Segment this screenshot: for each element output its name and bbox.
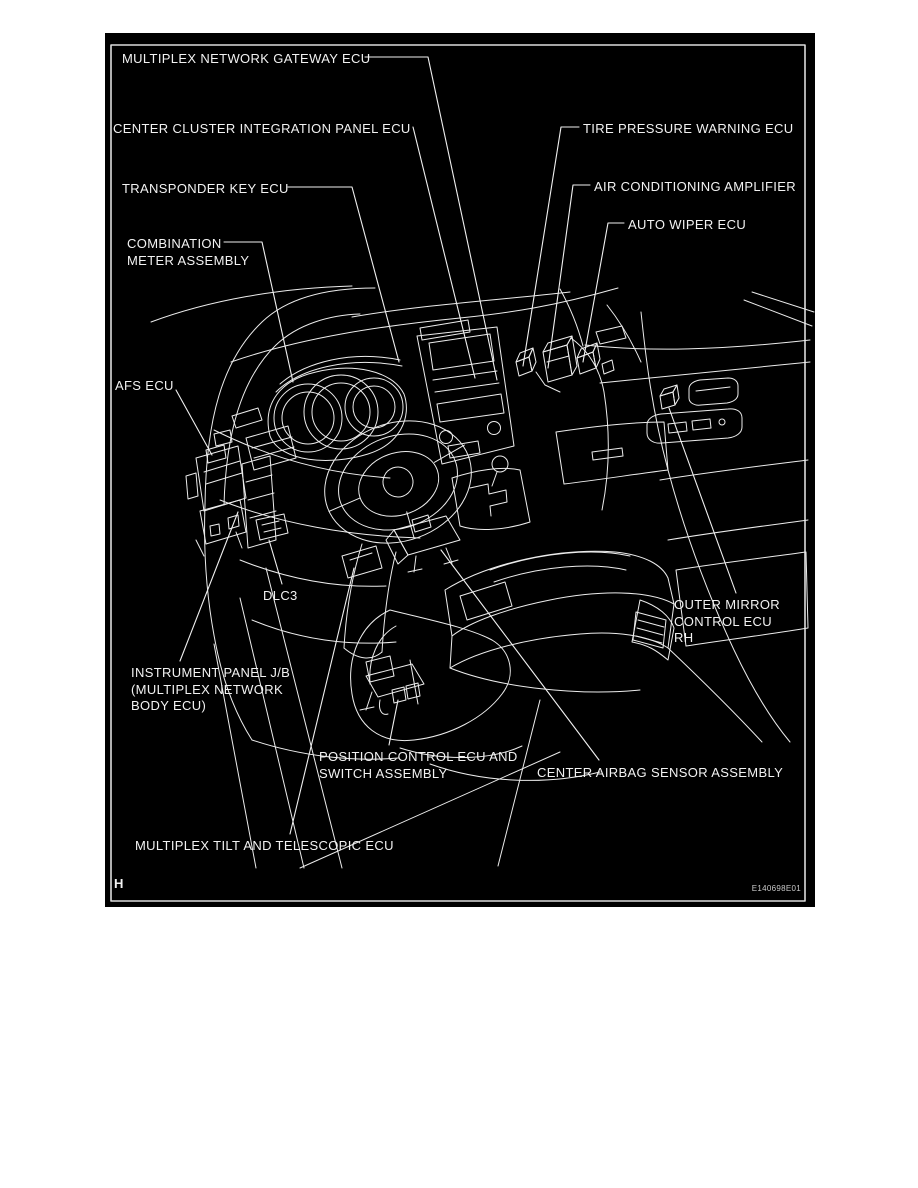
leader-dlc3 [268,539,283,585]
leader-multiplex-tilt-and-telescopic-ecu [289,567,355,835]
leader-position-control-ecu [388,699,399,746]
afs-ecu-unit [185,429,247,557]
label-air-conditioning-amplifier: AIR CONDITIONING AMPLIFIER [594,179,796,194]
floor-lines [213,567,763,869]
leader-center-airbag-sensor-assembly [440,549,600,761]
leader-transponder-key-ecu [287,186,400,363]
label-dlc3: DLC3 [263,588,298,603]
shift-lever-panel [451,455,531,530]
dashboard-outline [204,287,627,760]
leader-auto-wiper-ecu [582,222,625,363]
leader-lines [175,56,737,835]
dlc3-connector [255,513,289,541]
instrument-cluster [267,355,407,461]
leader-afs-ecu [175,389,213,456]
label-multiplex-tilt-and-telescopic-ecu: MULTIPLEX TILT AND TELESCOPIC ECU [135,838,394,853]
figure-code: E140698E01 [751,884,801,893]
tilt-telescopic-ecu-unit [341,545,383,579]
leader-tire-pressure-warning-ecu [522,126,580,367]
front-seat [350,609,523,758]
position-control-ecu-unit [359,663,425,715]
label-transponder-key-ecu: TRANSPONDER KEY ECU [122,181,289,196]
glove-box [555,421,669,485]
windshield-pillar [150,285,815,506]
label-afs-ecu: AFS ECU [115,378,174,393]
center-console [444,550,675,693]
frame-letter: H [114,876,124,891]
label-instrument-panel-jb: INSTRUMENT PANEL J/B (MULTIPLEX NETWORK … [131,665,291,713]
label-multiplex-network-gateway-ecu: MULTIPLEX NETWORK GATEWAY ECU [122,51,371,66]
diagram-frame [110,44,806,902]
center-airbag-sensor-unit [385,514,461,573]
label-auto-wiper-ecu: AUTO WIPER ECU [628,217,747,232]
steering-wheel [324,420,472,544]
dash-ecu-boxes [515,335,615,393]
label-center-airbag-sensor-assembly: CENTER AIRBAG SENSOR ASSEMBLY [537,765,784,780]
label-combination-meter-assembly: COMBINATION METER ASSEMBLY [127,236,250,268]
door-panel [584,311,811,743]
outer-mirror-ecu-unit [659,384,680,410]
leader-combination-meter-assembly [223,241,294,383]
label-outer-mirror-control-ecu-rh: OUTER MIRROR CONTROL ECU RH [674,597,781,645]
leader-center-cluster-integration-panel-ecu [412,126,476,379]
diagram-canvas [105,33,815,907]
label-position-control-ecu-and-switch-assembly: POSITION CONTROL ECU AND SWITCH ASSEMBLY [319,749,518,781]
leader-outer-mirror-control-ecu-rh [668,407,737,594]
leader-instrument-panel-jb [179,511,239,662]
leader-air-conditioning-amplifier [547,184,591,369]
label-center-cluster-integration-panel-ecu: CENTER CLUSTER INTEGRATION PANEL ECU [113,121,411,136]
component-location-diagram [110,44,815,902]
instrument-panel-junction-block [241,455,277,549]
leader-multiplex-network-gateway-ecu [364,56,498,381]
label-tire-pressure-warning-ecu: TIRE PRESSURE WARNING ECU [583,121,794,136]
